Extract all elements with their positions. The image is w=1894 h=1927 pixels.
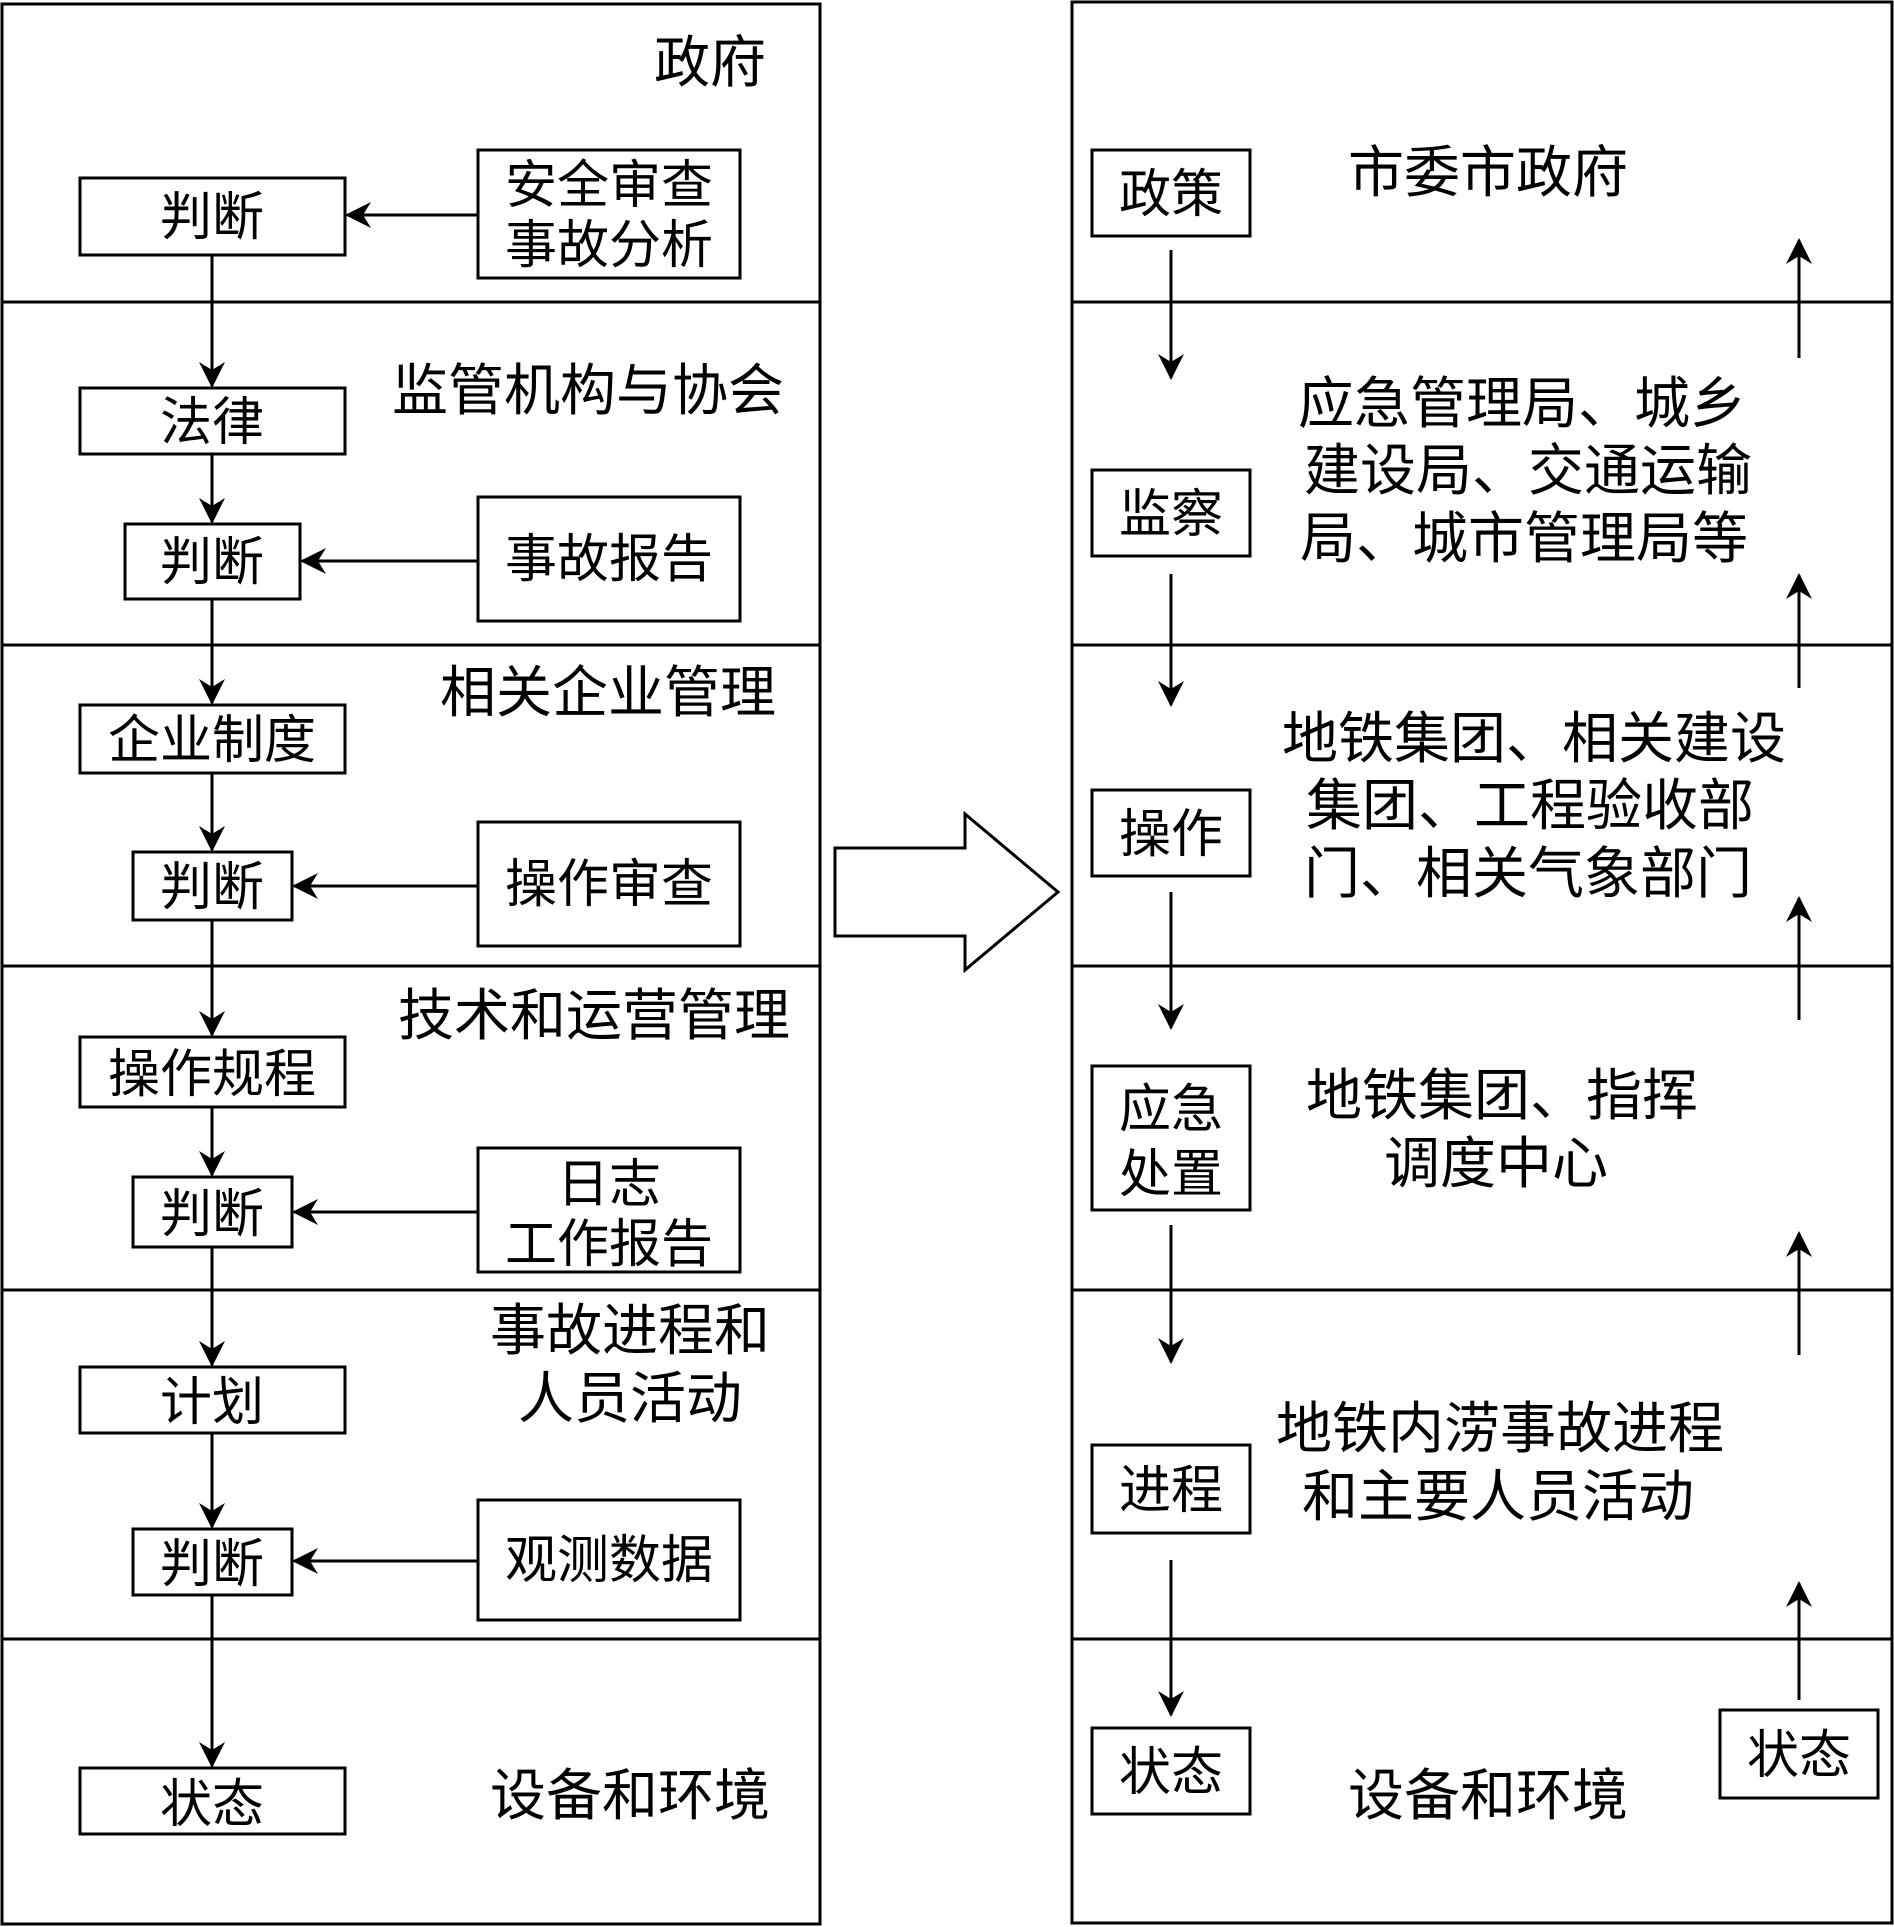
judge-label: 判断 — [160, 533, 264, 593]
right-chain-progress: 进程 — [1090, 1443, 1252, 1535]
law-label: 法律 — [160, 393, 264, 453]
right-chain-emergency: 应急 处置 — [1090, 1064, 1252, 1212]
left-chain-enterprise-rules: 企业制度 — [78, 703, 347, 775]
left-section-environment: 设备和环境 — [490, 1764, 770, 1829]
left-section-enterprise: 相关企业管理 — [440, 661, 776, 726]
progress-label: 进程 — [1119, 1461, 1223, 1521]
left-input-operation-review: 操作审查 — [476, 820, 742, 948]
operating-rules-label: 操作规程 — [108, 1045, 316, 1105]
right-section-metro-line2: 集团、工程验收部 — [1306, 774, 1754, 839]
left-panel-frame — [0, 2, 822, 1926]
right-panel-frame — [1070, 0, 1894, 1925]
right-section-command-line2: 调度中心 — [1384, 1132, 1608, 1197]
judge-label: 判断 — [160, 188, 264, 248]
emergency-line2: 处置 — [1119, 1145, 1223, 1205]
left-input-logs: 日志 工作报告 — [476, 1146, 742, 1275]
right-section-environment: 设备和环境 — [1348, 1764, 1628, 1829]
right-section-bureaus-line2: 建设局、交通运输 — [1304, 439, 1752, 504]
left-chain-judge-3: 判断 — [131, 850, 294, 922]
left-input-observation: 观测数据 — [476, 1498, 742, 1622]
right-section-flood-line1: 地铁内涝事故进程 — [1276, 1397, 1724, 1462]
right-section-command-line1: 地铁集团、指挥 — [1306, 1064, 1698, 1129]
accident-report-label: 事故报告 — [505, 530, 713, 590]
right-chain-policy: 政策 — [1090, 148, 1252, 238]
left-chain-law: 法律 — [78, 386, 347, 456]
right-chain-operation: 操作 — [1090, 788, 1252, 878]
judge-label: 判断 — [160, 858, 264, 918]
judge-label: 判断 — [160, 1185, 264, 1245]
left-chain-judge-4: 判断 — [131, 1175, 294, 1249]
right-section-flood-line2: 和主要人员活动 — [1302, 1465, 1694, 1530]
logs-line2: 工作报告 — [505, 1215, 713, 1275]
left-section-regulators: 监管机构与协会 — [392, 359, 784, 424]
left-section-tech-ops: 技术和运营管理 — [398, 984, 790, 1049]
left-input-accident-report: 事故报告 — [476, 495, 742, 623]
feedback-state-label: 状态 — [1747, 1726, 1851, 1786]
right-feedback-state: 状态 — [1718, 1708, 1880, 1800]
state-label: 状态 — [1119, 1743, 1223, 1803]
left-panel: 政府 监管机构与协会 相关企业管理 技术和运营管理 事故进程和 人员活动 设备和… — [0, 2, 822, 1926]
state-label: 状态 — [160, 1775, 264, 1835]
left-chain-judge-1: 判断 — [78, 176, 347, 257]
left-chain-state: 状态 — [78, 1766, 347, 1836]
left-section-government: 政府 — [654, 31, 766, 96]
left-chain-judge-2: 判断 — [123, 522, 302, 601]
right-section-bureaus-line3: 局、城市管理局等 — [1300, 507, 1748, 572]
left-section-process-line1: 事故进程和 — [490, 1299, 770, 1364]
left-chain-plan: 计划 — [78, 1365, 347, 1435]
right-panel: 市委市政府 应急管理局、城乡 建设局、交通运输 局、城市管理局等 地铁集团、相关… — [1070, 0, 1894, 1925]
right-section-bureaus-line1: 应急管理局、城乡 — [1298, 372, 1746, 437]
right-chain-inspection: 监察 — [1090, 468, 1252, 558]
emergency-line1: 应急 — [1119, 1080, 1223, 1140]
right-chain-state: 状态 — [1090, 1726, 1252, 1816]
left-section-process-line2: 人员活动 — [518, 1367, 742, 1432]
safety-review-line1: 安全审查 — [505, 156, 713, 216]
judge-label: 判断 — [160, 1535, 264, 1595]
policy-label: 政策 — [1119, 165, 1223, 225]
inspection-label: 监察 — [1119, 485, 1223, 545]
right-section-metro-line1: 地铁集团、相关建设 — [1282, 707, 1786, 772]
enterprise-rules-label: 企业制度 — [108, 711, 316, 771]
left-chain-operating-rules: 操作规程 — [78, 1035, 347, 1109]
right-section-municipal: 市委市政府 — [1348, 141, 1628, 206]
left-chain-judge-5: 判断 — [131, 1527, 294, 1597]
plan-label: 计划 — [160, 1373, 264, 1433]
operation-label: 操作 — [1119, 805, 1223, 865]
right-section-metro-line3: 门、相关气象部门 — [1304, 842, 1752, 907]
safety-review-line2: 事故分析 — [505, 216, 713, 276]
logs-line1: 日志 — [557, 1155, 661, 1215]
observation-label: 观测数据 — [505, 1531, 713, 1591]
operation-review-label: 操作审查 — [505, 855, 713, 915]
transition-arrow-icon — [833, 810, 1061, 974]
left-input-safety-review: 安全审查 事故分析 — [476, 148, 742, 280]
